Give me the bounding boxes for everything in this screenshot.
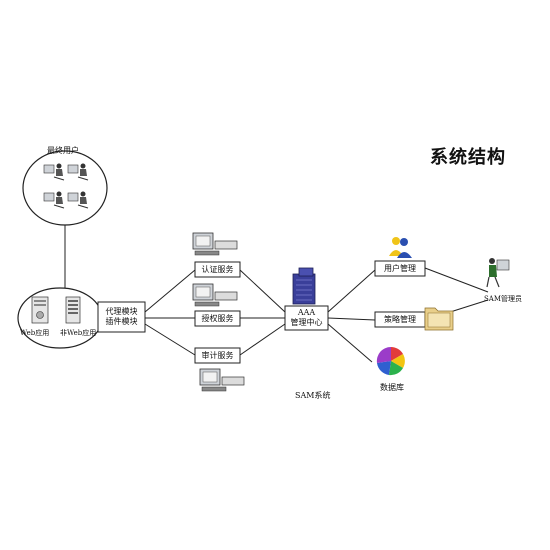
users-group-ellipse bbox=[22, 150, 108, 226]
aaa-to-policy-line bbox=[327, 317, 376, 321]
audit-service-box bbox=[194, 347, 241, 364]
audit-to-aaa-line bbox=[239, 323, 286, 356]
policy-mgmt-box bbox=[374, 311, 426, 328]
aaa-center-box bbox=[284, 305, 329, 331]
user-mgmt-to-admin-line bbox=[424, 267, 489, 293]
web-app-label: Web应用 bbox=[20, 329, 50, 337]
module-to-auth-line bbox=[144, 269, 196, 313]
user-workstation-icons bbox=[43, 163, 89, 209]
users-group-label: 最终用户 bbox=[47, 146, 79, 155]
database-pie-icon bbox=[376, 346, 405, 376]
auth-to-aaa-line bbox=[239, 269, 286, 313]
sam-admin-label: SAM管理员 bbox=[484, 295, 523, 303]
user-mgmt-box bbox=[374, 260, 426, 277]
aaa-to-db-line bbox=[327, 323, 373, 363]
sam-system-label: SAM系统 bbox=[295, 391, 331, 400]
web-server-icon bbox=[31, 296, 49, 324]
connector-lines bbox=[64, 225, 489, 363]
gateway-ellipse bbox=[17, 287, 103, 349]
non-web-app-label: 非Web应用 bbox=[60, 329, 97, 337]
user-workstation-icon bbox=[43, 191, 65, 209]
auth-server-computer-icon bbox=[192, 232, 238, 256]
user-workstation-icon bbox=[67, 163, 89, 181]
auth-service-box bbox=[194, 261, 241, 278]
app-server-icon bbox=[65, 296, 81, 324]
users-people-icon bbox=[389, 237, 412, 258]
page-title: 系统结构 bbox=[430, 147, 506, 168]
user-workstation-icon bbox=[43, 163, 65, 181]
authz-service-box bbox=[194, 310, 241, 327]
aaa-building-icon bbox=[292, 267, 316, 305]
module-to-audit-line bbox=[144, 323, 196, 356]
user-workstation-icon bbox=[67, 191, 89, 209]
aaa-to-user-mgmt-line bbox=[327, 269, 376, 313]
audit-server-computer-icon bbox=[199, 368, 245, 392]
database-label: 数据库 bbox=[380, 383, 404, 392]
sam-admin-icon bbox=[486, 258, 510, 288]
authz-server-computer-icon bbox=[192, 283, 238, 307]
agent-module-box bbox=[97, 301, 146, 333]
policy-folder-icon bbox=[424, 307, 454, 331]
